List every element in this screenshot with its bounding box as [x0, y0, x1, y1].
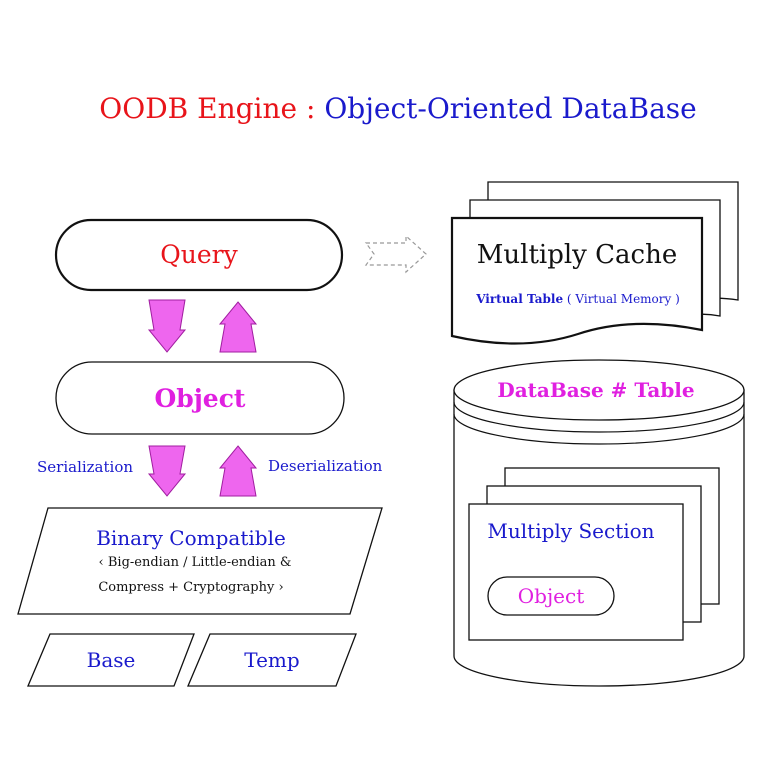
temp-node — [187, 633, 357, 687]
object-node — [55, 361, 345, 435]
title-engine: OODB Engine — [99, 92, 297, 125]
arrow-up-icon — [218, 301, 258, 353]
query-node — [54, 218, 344, 292]
serialize-arrow-icon — [147, 445, 187, 497]
base-label: Base — [87, 648, 136, 672]
title-subtitle: Object-Oriented DataBase — [324, 92, 696, 125]
temp-label: Temp — [244, 648, 299, 672]
query-label: Query — [160, 240, 238, 269]
binary-line2: Compress + Cryptography › — [98, 580, 283, 595]
cache-subtitle-bold: Virtual Table — [475, 292, 563, 306]
section-front-page — [468, 503, 684, 641]
deserialization-label: Deserialization — [268, 457, 383, 475]
database-rim-1 — [453, 401, 745, 433]
binary-title: Binary Compatible — [96, 526, 286, 550]
cache-title: Multiply Cache — [477, 240, 677, 270]
title-separator: : — [297, 92, 324, 125]
binary-line1: ‹ Big-endian / Little-endian & — [99, 555, 292, 570]
cache-front-sheet — [450, 216, 704, 345]
section-object-label: Object — [518, 584, 584, 608]
binary-compatible-node — [17, 507, 383, 615]
database-rim-2 — [453, 413, 745, 445]
dashed-arrow-icon — [364, 234, 427, 274]
database-title: DataBase # Table — [497, 378, 694, 402]
cache-subtitle: Virtual Table ( Virtual Memory ) — [475, 292, 680, 306]
base-node — [27, 633, 195, 687]
section-title: Multiply Section — [487, 519, 654, 543]
section-object-node — [487, 576, 615, 616]
cache-subtitle-rest: ( Virtual Memory ) — [563, 292, 680, 306]
object-label: Object — [155, 384, 246, 413]
diagram-title: OODB Engine : Object-Oriented DataBase — [99, 92, 696, 125]
deserialize-arrow-icon — [218, 445, 258, 497]
database-top-ellipse — [453, 359, 745, 421]
arrow-down-icon — [147, 299, 187, 353]
serialization-label: Serialization — [37, 458, 133, 476]
